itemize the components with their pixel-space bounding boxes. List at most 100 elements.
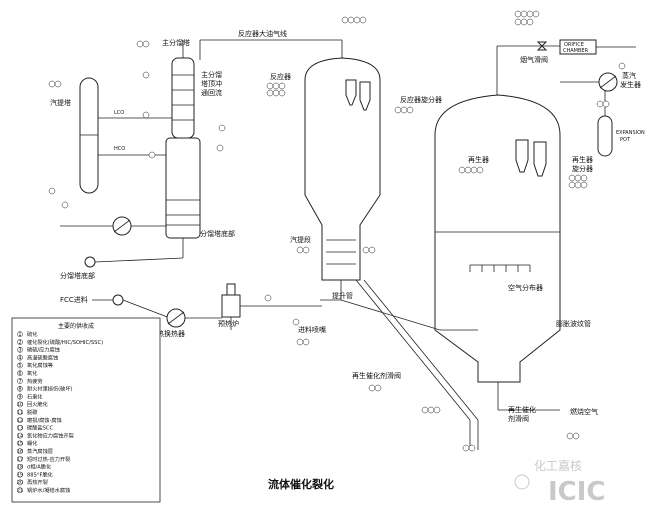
legend-item: 碳酸盐SCC (27, 424, 53, 432)
legend-marker (17, 370, 23, 377)
legend-marker (17, 417, 23, 423)
legend-item: 885°F脆化 (27, 470, 53, 478)
label-orifice-chamber-2: CHAMBER (563, 48, 589, 54)
legend-number: 12 (17, 418, 23, 424)
legend-item: 磨损/腐蚀-腐蚀 (27, 416, 62, 424)
furnace-icon (221, 283, 322, 330)
legend-item: 氧化腐蚀等 (27, 361, 53, 369)
legend-item: 磷硫/应力腐蚀 (27, 346, 60, 354)
legend-item: 氧化 (27, 369, 37, 377)
stripper-tower (79, 77, 172, 194)
legend-marker (17, 346, 23, 353)
legend-number: 18 (17, 465, 23, 471)
legend-marker (17, 432, 23, 439)
preheat-exchanger-icon (166, 308, 222, 328)
label-combustion-air: 燃烧空气 (570, 407, 598, 416)
legend-number: 16 (17, 449, 23, 455)
reactor-nozzles (326, 239, 356, 265)
legend-item: 高温硫酸腐蚀 (27, 353, 58, 361)
label-column-bottom: 分馏塔底部 (200, 229, 235, 238)
label-reflux-1: 主分馏 (201, 70, 222, 79)
legend-item: σ相/A脆化 (27, 463, 51, 471)
legend-item: 再热开裂 (27, 478, 48, 486)
expansion-pot-icon (597, 91, 613, 157)
legend-marker (17, 385, 23, 392)
legend-item: 回火脆化 (27, 400, 48, 408)
legend-marker (17, 378, 23, 384)
label-regenerator: 再生器 (468, 155, 489, 164)
legend-item: 催化裂化(硫酸/HIC/SOHIC/SSC) (27, 338, 103, 346)
steam-generator-icon (560, 72, 618, 92)
legend-marker (17, 331, 23, 338)
label-reflux-3: 通回流 (201, 88, 222, 97)
tag-bubbles (48, 10, 626, 452)
legend-marker (17, 487, 23, 494)
legend-marker (17, 401, 23, 408)
label-air-distributor: 空气分布器 (508, 283, 543, 292)
feed-pump-icon (92, 294, 171, 319)
legend-number: 3 (18, 348, 21, 354)
legend-number: 20 (17, 480, 23, 486)
air-distributor-icon (469, 264, 531, 272)
legend-title: 主要的供收成 (58, 322, 94, 330)
flue-gas-valve-icon (536, 41, 548, 51)
label-regen-catalyst-valve-1: 再生催化 (508, 405, 536, 414)
legend-number: 9 (18, 394, 21, 400)
label-reactor: 反应器 (270, 72, 291, 81)
legend-item: 脱碳 (27, 408, 38, 416)
label-steam-generator-1: 蒸汽 (622, 71, 636, 80)
legend-marker (17, 393, 23, 400)
legend-marker (17, 456, 23, 462)
label-main-column: 主分馏塔 (162, 38, 190, 47)
legend-number: 11 (17, 410, 23, 416)
legend-number: 15 (17, 441, 23, 447)
legend-marker (17, 424, 23, 431)
legend-number: 17 (17, 457, 23, 463)
watermark: 化工嘉核 ICIC (514, 459, 606, 507)
label-orifice-chamber-1: ORIFICE (564, 42, 584, 48)
legend-item: 石墨化 (27, 392, 43, 400)
diagram-labels: 主分馏塔 主分馏 塔顶冲 通回流 汽提塔 LCO HCO 分馏塔底部 分馏塔底部… (50, 29, 645, 491)
legend-marker (17, 463, 23, 470)
label-stripping-section: 汽提段 (290, 235, 311, 244)
legend-marker (17, 471, 23, 478)
label-regen-slide-valve: 再生催化剂滑阀 (352, 371, 401, 380)
legend-item: 氧化物应力腐蚀开裂 (27, 431, 74, 439)
legend-item: 耐火衬里损伤(破坏) (27, 385, 73, 393)
legend-number: 13 (17, 426, 23, 432)
legend-item: 蠕化 (27, 439, 37, 447)
legend-number: 7 (18, 379, 21, 385)
label-riser: 提升管 (332, 291, 353, 300)
label-regen-cyclone-2: 旋分器 (572, 164, 593, 173)
legend-number: 5 (18, 363, 21, 369)
legend-number: 21 (17, 488, 23, 494)
legend-marker (17, 448, 23, 455)
reactor-vessel (199, 39, 381, 301)
label-preheat-exchanger: 预热换热器 (150, 329, 185, 338)
label-steam-generator-2: 发生器 (620, 80, 641, 89)
legend-number: 8 (18, 387, 21, 393)
legend-item: 热疲劳 (27, 377, 43, 385)
legend-marker (17, 440, 23, 447)
legend-number: 19 (17, 472, 23, 478)
label-furnace: 预热炉 (218, 319, 239, 328)
label-regen-cyclone-1: 再生器 (572, 155, 593, 164)
regenerator-cyclone-icon (515, 139, 547, 177)
legend-marker (17, 354, 23, 361)
label-overhead-line: 反应器大油气线 (238, 29, 287, 38)
label-feed-nozzle: 进料喷嘴 (298, 325, 326, 334)
label-regen-catalyst-valve-2: 剂滑阀 (508, 414, 529, 423)
legend-number: 6 (18, 371, 21, 377)
column-heat-exchanger (60, 216, 166, 236)
label-flue-gas-valve: 烟气滑阀 (520, 55, 548, 64)
legend-marker (17, 362, 23, 369)
legend-number: 14 (17, 433, 23, 439)
catalyst-transfer-lines (340, 279, 560, 450)
reactor-cyclone-icon (345, 79, 371, 111)
label-hco: HCO (114, 146, 125, 152)
legend-item: 蒸汽腐蚀层 (27, 447, 53, 455)
label-expansion-pot-2: POT (620, 137, 631, 143)
legend-number: 10 (17, 402, 23, 408)
